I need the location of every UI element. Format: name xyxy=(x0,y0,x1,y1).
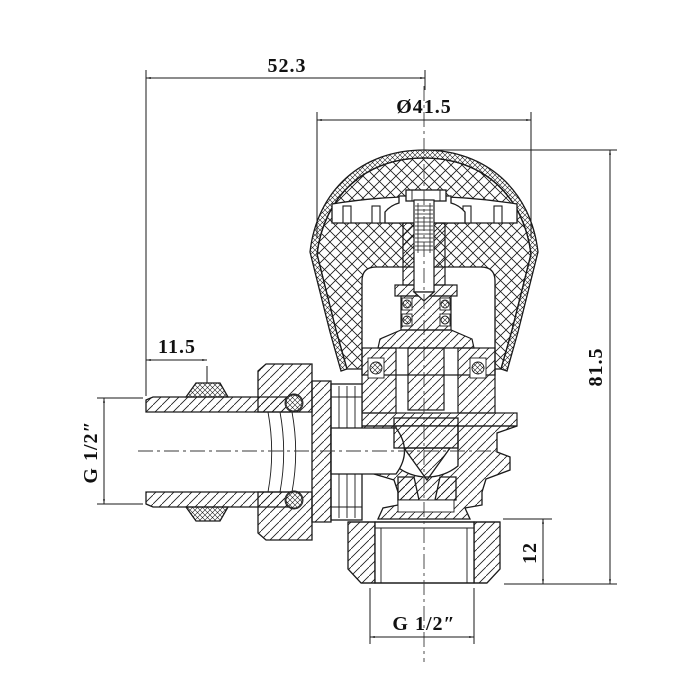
dim-bottom-thread-label: G 1/2″ xyxy=(392,613,455,635)
dim-knob-diameter-label: Ø41.5 xyxy=(396,96,452,118)
nut-right-wall xyxy=(473,521,501,584)
nut-left-wall xyxy=(347,521,376,584)
dim-total-height-label: 81.5 xyxy=(585,348,607,387)
stop-ridge-bottom xyxy=(184,506,230,522)
union-o-ring-top xyxy=(285,394,303,412)
dim-nut-height-label: 12 xyxy=(519,542,541,564)
dim-nut-height: 12 xyxy=(503,518,552,585)
dim-left-offset: 11.5 xyxy=(145,336,208,383)
bonnet-o-ring-right xyxy=(471,361,485,375)
dim-left-thread-label: G 1/2″ xyxy=(80,420,102,483)
stop-ridge-top xyxy=(184,382,230,398)
seat-right xyxy=(434,476,457,501)
outlet-throat xyxy=(397,499,455,513)
dim-top-width: 52.3 xyxy=(145,55,426,396)
dimension-annotations: 52.3 Ø41.5 81.5 11.5 G 1/2″ xyxy=(80,55,617,644)
dim-left-offset-label: 11.5 xyxy=(158,336,196,358)
nut-bore xyxy=(374,521,475,584)
nut-bore-lines xyxy=(374,522,475,583)
union-o-ring-bottom xyxy=(285,491,303,509)
knob-shell-section xyxy=(309,149,539,372)
dim-bottom-thread: G 1/2″ xyxy=(369,588,475,644)
thread-scallops xyxy=(267,411,297,493)
dim-knob-diameter: Ø41.5 xyxy=(316,96,532,238)
dim-left-thread: G 1/2″ xyxy=(80,397,143,505)
dim-total-height: 81.5 xyxy=(428,149,617,585)
valve-cone xyxy=(402,447,452,482)
bonnet-o-ring-left xyxy=(369,361,383,375)
spindle-flange-lines xyxy=(411,190,441,201)
bottom-connection xyxy=(347,521,501,584)
disc-collar xyxy=(393,417,459,449)
stem-o-rings xyxy=(401,297,451,327)
left-connection xyxy=(145,363,332,541)
centerlines xyxy=(138,86,497,662)
stem-lower-section xyxy=(407,347,445,411)
spindle-assembly xyxy=(377,199,475,349)
dim-top-width-label: 52.3 xyxy=(268,55,307,77)
union-nut-ring xyxy=(311,380,332,523)
